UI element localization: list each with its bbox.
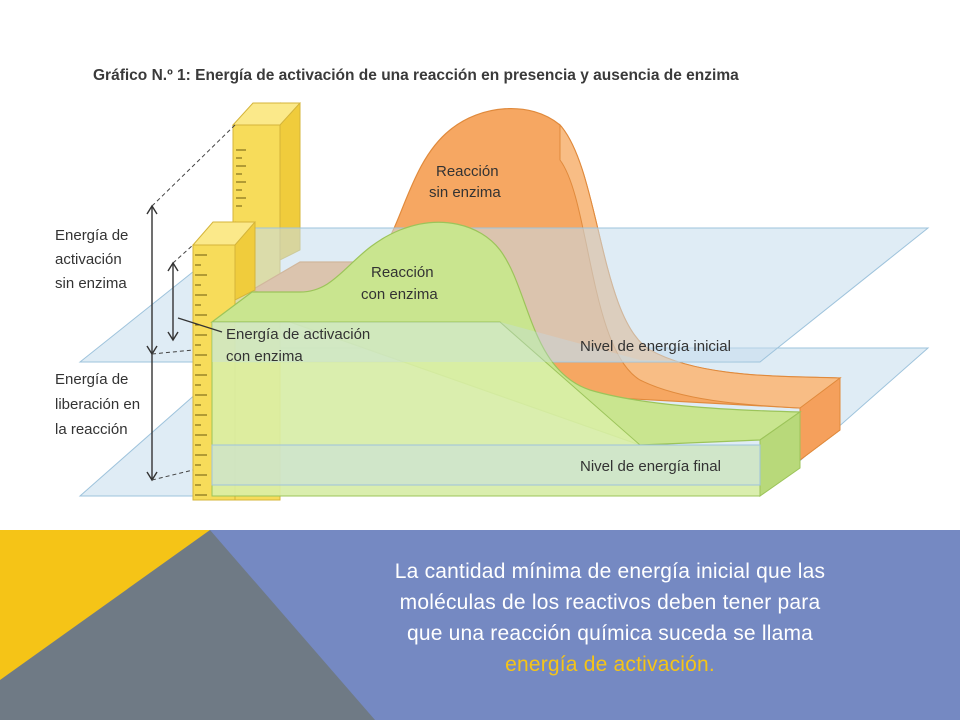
final-level-label: Nivel de energía final bbox=[580, 458, 721, 475]
activation-without-label-2: activación bbox=[55, 251, 122, 268]
footer-yellow-triangle bbox=[0, 530, 210, 680]
caption-highlight: energía de activación. bbox=[505, 653, 715, 676]
initial-level-label: Nivel de energía inicial bbox=[580, 338, 731, 355]
uncatalyzed-label-1: Reacción bbox=[436, 163, 499, 180]
footer-background bbox=[0, 530, 960, 720]
activation-without-label-1: Energía de bbox=[55, 227, 128, 244]
diagram-title: Gráfico N.º 1: Energía de activación de … bbox=[93, 67, 739, 84]
caption-text: La cantidad mínima de energía inicial qu… bbox=[385, 556, 835, 680]
release-label-2: liberación en bbox=[55, 396, 140, 413]
tall-block-ruler bbox=[236, 149, 246, 207]
activation-with-label-2: con enzima bbox=[226, 348, 303, 365]
uncatalyzed-label-2: sin enzima bbox=[429, 184, 501, 201]
guide-lines bbox=[151, 124, 236, 481]
catalyzed-label-1: Reacción bbox=[371, 264, 434, 281]
release-label-3: la reacción bbox=[55, 421, 128, 438]
catalyzed-label-2: con enzima bbox=[361, 286, 438, 303]
activation-without-label-3: sin enzima bbox=[55, 275, 127, 292]
short-block-ruler bbox=[195, 254, 207, 496]
caption-main: La cantidad mínima de energía inicial qu… bbox=[394, 560, 826, 645]
energy-diagram: Gráfico N.º 1: Energía de activación de … bbox=[55, 67, 930, 501]
final-level-band bbox=[211, 444, 761, 486]
activation-with-pointer bbox=[177, 317, 223, 333]
activation-with-label-1: Energía de activación bbox=[226, 326, 370, 343]
tall-block-top bbox=[231, 102, 302, 126]
initial-level-band bbox=[212, 322, 760, 362]
short-block-top bbox=[191, 221, 257, 246]
release-label-1: Energía de bbox=[55, 371, 128, 388]
